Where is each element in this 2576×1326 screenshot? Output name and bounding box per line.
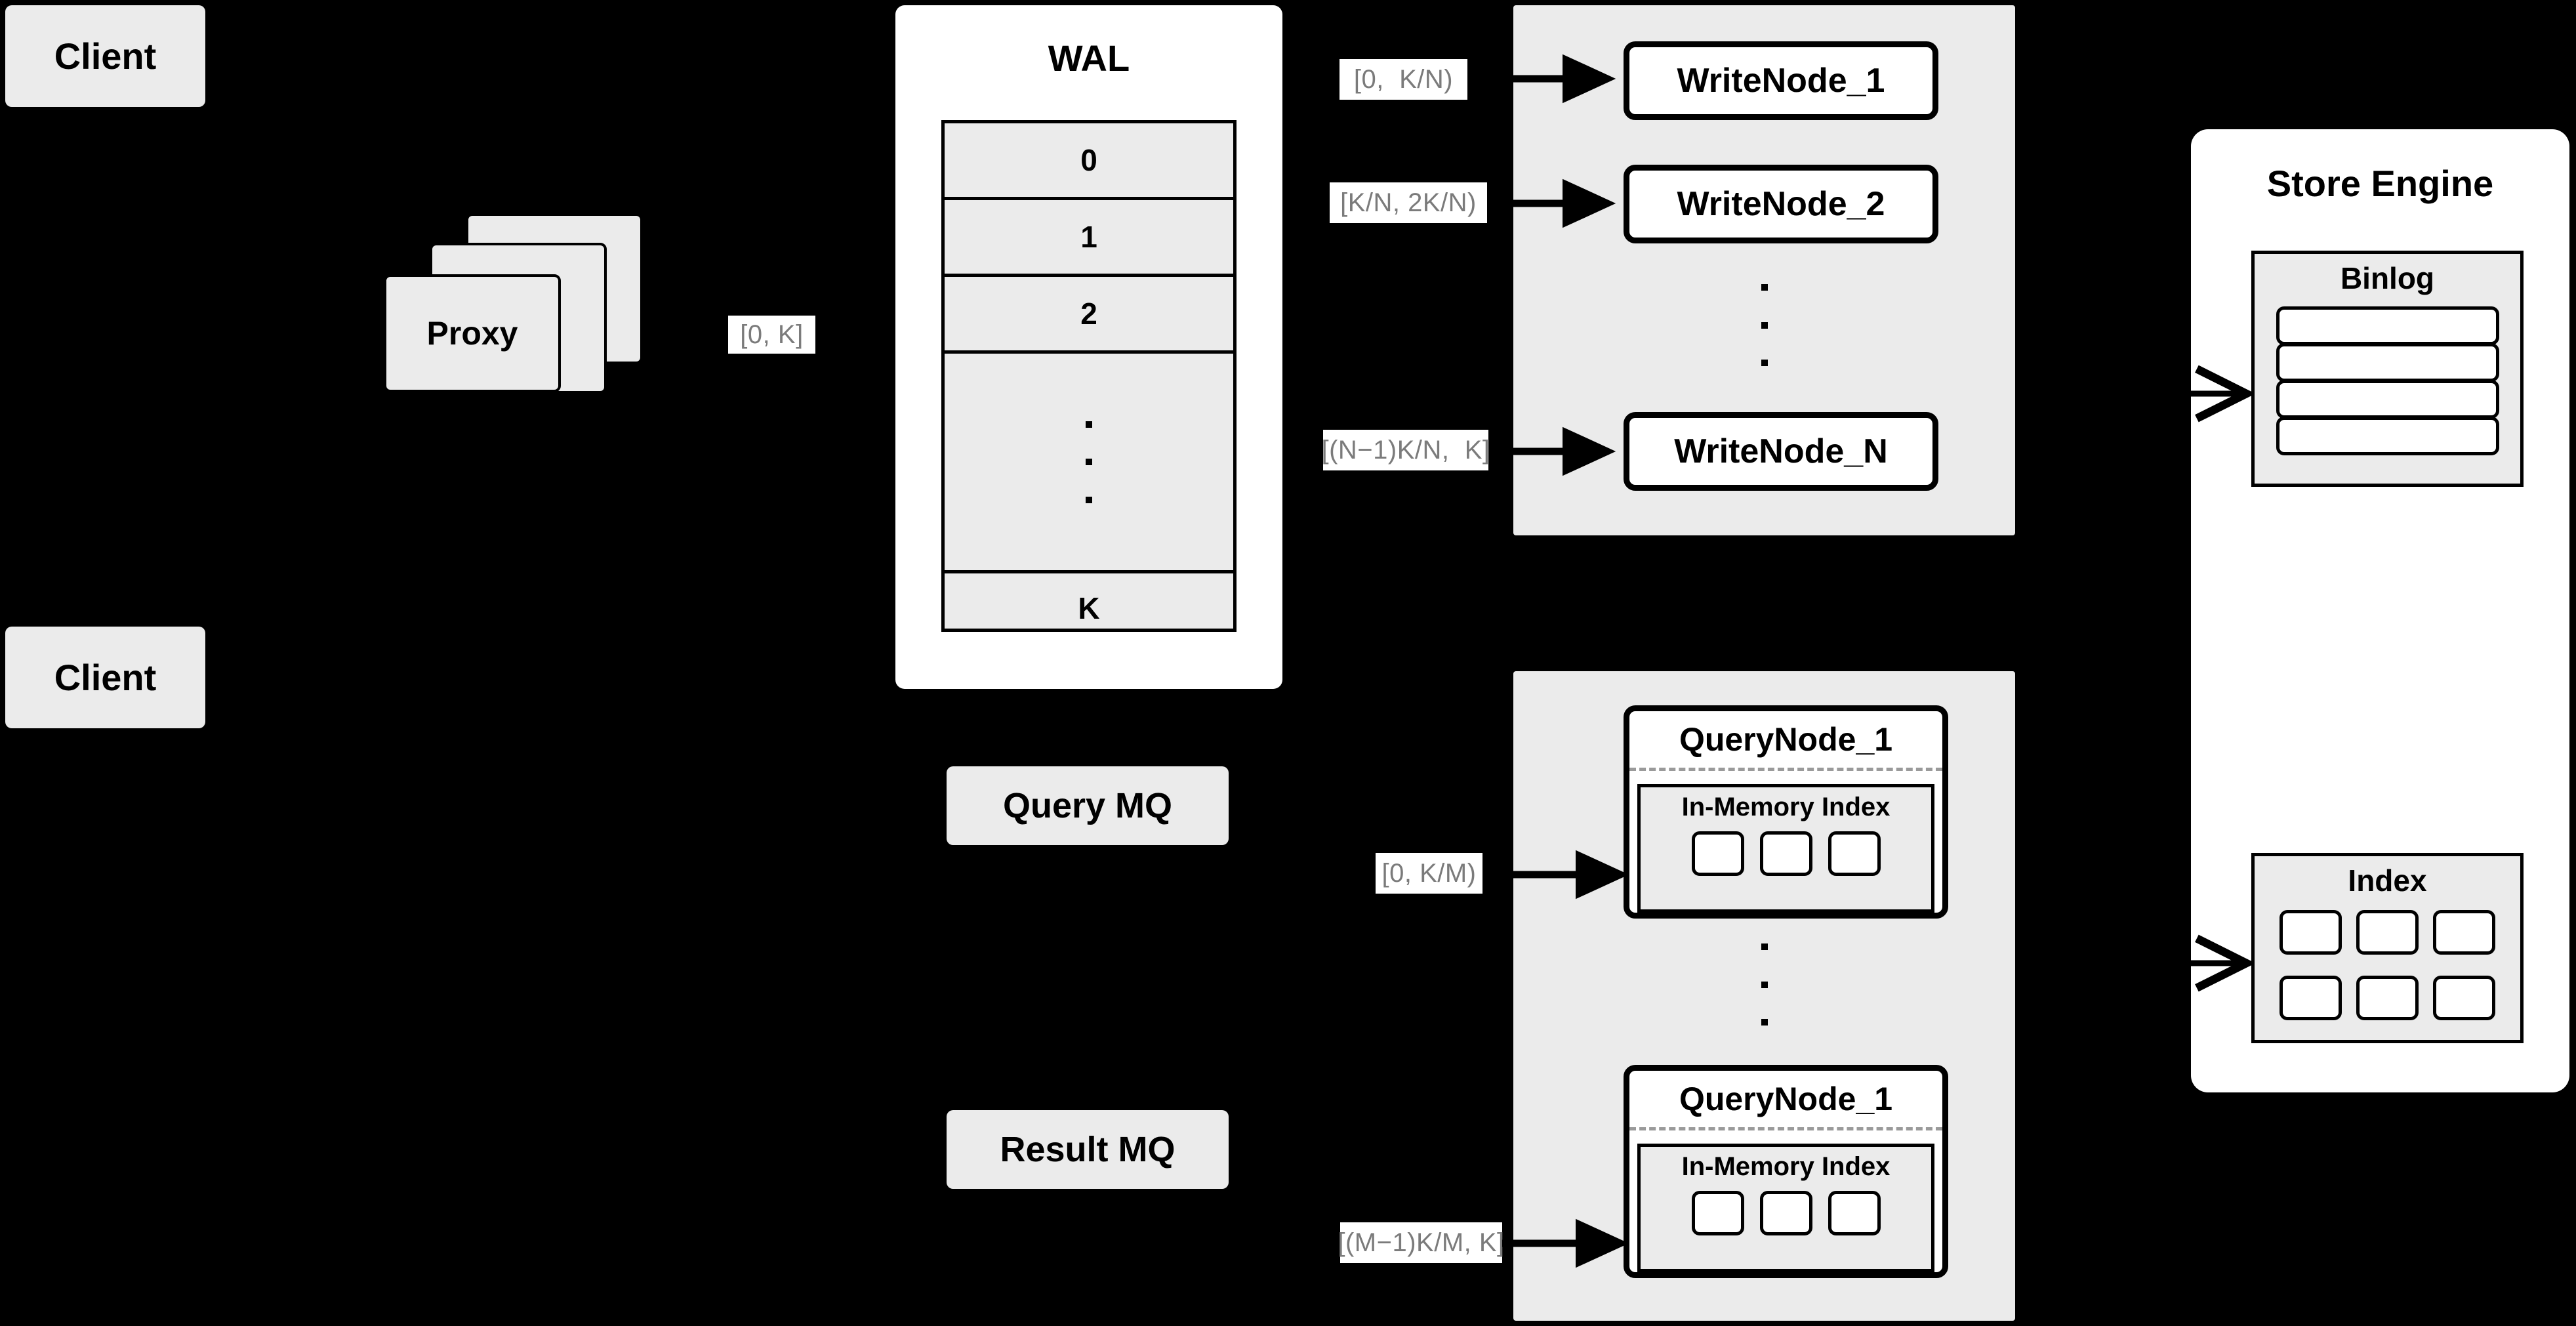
query-node-card-2[interactable]: QueryNode_1 In-Memory Index (1624, 1065, 1948, 1278)
wal-row[interactable]: 2 (945, 277, 1233, 354)
query-mq-box[interactable]: Query MQ (947, 766, 1229, 845)
index-slot[interactable] (1828, 1191, 1881, 1235)
in-memory-index-title-1: In-Memory Index (1681, 793, 1891, 821)
wal-row-label: 1 (1080, 220, 1097, 254)
index-slot[interactable] (1691, 1191, 1744, 1235)
write-node-label-n: WriteNode_N (1674, 432, 1888, 470)
write-node-card-2[interactable]: WriteNode_2 (1624, 165, 1938, 243)
proxy-label: Proxy (426, 315, 518, 352)
proxy-stack[interactable]: Proxy (384, 213, 659, 430)
query-node-ellipsis-icon (1513, 943, 2015, 1026)
store-engine-container: Store Engine Binlog Index (2191, 129, 2569, 1092)
in-memory-index-title-2: In-Memory Index (1681, 1152, 1891, 1181)
vertical-ellipsis-icon (1086, 421, 1092, 503)
wal-title: WAL (1048, 37, 1130, 79)
index-slot[interactable] (2356, 976, 2419, 1020)
wal-row-label: 0 (1080, 143, 1097, 177)
range-label-proxy-to-wal: [0, K] (728, 316, 815, 354)
binlog-row[interactable] (2276, 306, 2499, 345)
index-title: Index (2348, 863, 2427, 898)
query-node-divider-1 (1629, 768, 1942, 771)
index-slot[interactable] (2433, 910, 2495, 955)
index-slot[interactable] (1691, 831, 1744, 876)
wal-row[interactable]: 0 (945, 123, 1233, 200)
store-engine-title: Store Engine (2266, 163, 2494, 204)
binlog-row[interactable] (2276, 343, 2499, 382)
wal-row-ellipsis (945, 354, 1233, 573)
range-label-query-node-1: [0, K/M) (1376, 853, 1482, 894)
in-memory-index-panel-1: In-Memory Index (1637, 784, 1934, 913)
binlog-title: Binlog (2340, 261, 2435, 295)
range-label-write-node-1: [0, K/N) (1339, 59, 1467, 100)
range-label-write-node-n: [(N−1)K/N, K] (1321, 430, 1490, 470)
result-mq-label: Result MQ (1000, 1130, 1176, 1169)
query-node-group: QueryNode_1 In-Memory Index QueryNode_1 … (1513, 671, 2015, 1321)
index-slot[interactable] (2356, 910, 2419, 955)
index-slot[interactable] (1759, 1191, 1812, 1235)
index-slot[interactable] (1828, 831, 1881, 876)
result-mq-box[interactable]: Result MQ (947, 1110, 1229, 1189)
range-label-query-node-m-text: [(M−1)K/M, K] (1338, 1228, 1505, 1257)
wal-row-list: 0 1 2 K (941, 120, 1237, 632)
index-panel: Index (2251, 853, 2524, 1043)
range-label-proxy-to-wal-text: [0, K] (740, 320, 804, 349)
client-box-2[interactable]: Client (5, 627, 205, 728)
client-box-1[interactable]: Client (5, 5, 205, 107)
write-node-label-1: WriteNode_1 (1677, 62, 1885, 100)
index-slot[interactable] (2280, 910, 2342, 955)
query-node-title-1: QueryNode_1 (1679, 721, 1893, 758)
index-slot[interactable] (2280, 976, 2342, 1020)
write-node-card-n[interactable]: WriteNode_N (1624, 412, 1938, 491)
range-label-write-node-1-text: [0, K/N) (1353, 64, 1454, 94)
range-label-write-node-2-text: [K/N, 2K/N) (1340, 188, 1477, 217)
range-label-write-node-2: [K/N, 2K/N) (1330, 182, 1487, 223)
binlog-panel: Binlog (2251, 251, 2524, 487)
query-node-divider-2 (1629, 1127, 1942, 1130)
wal-row-label: 2 (1080, 297, 1097, 331)
wal-container: WAL 0 1 2 K (895, 5, 1282, 689)
range-label-query-node-m: [(M−1)K/M, K] (1338, 1222, 1505, 1263)
write-node-label-2: WriteNode_2 (1677, 185, 1885, 223)
proxy-stack-layer-1[interactable]: Proxy (384, 274, 561, 392)
write-node-group: WriteNode_1 WriteNode_2 WriteNode_N (1513, 5, 2015, 535)
wal-row[interactable]: K (945, 573, 1233, 643)
wal-row-label: K (1078, 591, 1100, 625)
write-node-card-1[interactable]: WriteNode_1 (1624, 41, 1938, 120)
write-node-ellipsis-icon (1513, 284, 2015, 366)
range-label-query-node-1-text: [0, K/M) (1381, 858, 1477, 888)
query-node-title-2: QueryNode_1 (1679, 1081, 1893, 1117)
query-node-card-1[interactable]: QueryNode_1 In-Memory Index (1624, 705, 1948, 919)
client-label-1: Client (54, 35, 157, 77)
binlog-row[interactable] (2276, 417, 2499, 455)
index-slot[interactable] (1759, 831, 1812, 876)
in-memory-index-panel-2: In-Memory Index (1637, 1144, 1934, 1272)
binlog-row[interactable] (2276, 380, 2499, 419)
client-label-2: Client (54, 657, 157, 698)
index-slot[interactable] (2433, 976, 2495, 1020)
range-label-write-node-n-text: [(N−1)K/N, K] (1321, 435, 1490, 465)
query-mq-label: Query MQ (1002, 786, 1173, 825)
wal-row[interactable]: 1 (945, 200, 1233, 277)
